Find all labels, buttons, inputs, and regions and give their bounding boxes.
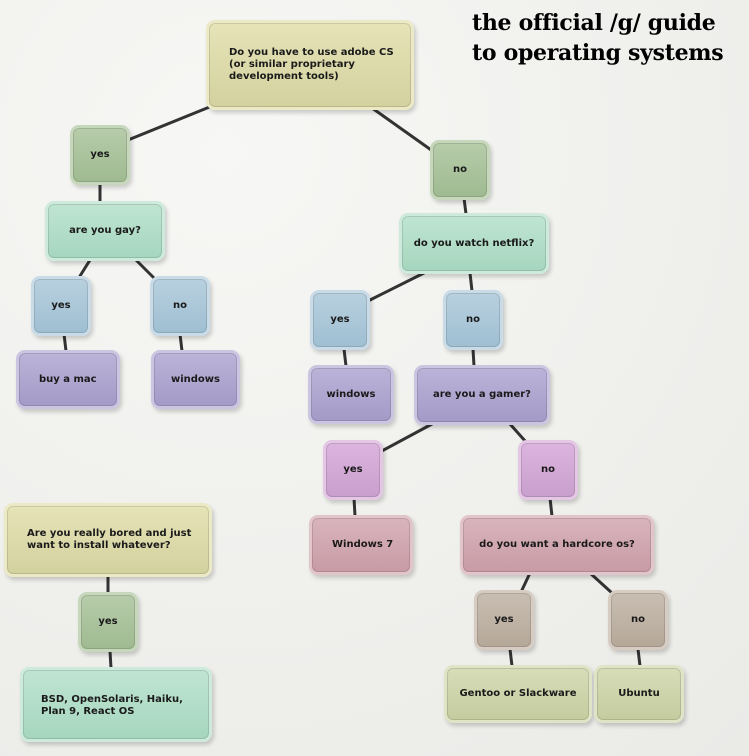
- gamer-question-text: are you a gamer?: [432, 389, 531, 400]
- hardcore-yes-box: yes: [474, 590, 534, 650]
- windows7-box: Windows 7: [309, 515, 413, 575]
- bored-yes-text: yes: [98, 616, 118, 627]
- gay-no-text: no: [173, 300, 187, 311]
- edge-no-hardcore: [548, 496, 554, 518]
- gentoo-text: Gentoo or Slackware: [459, 688, 577, 699]
- netflix-no-text: no: [466, 314, 480, 325]
- gamer-no-box: no: [518, 440, 578, 500]
- netflix-yes-box: yes: [310, 290, 370, 350]
- netflix-question-text: do you watch netflix?: [413, 237, 535, 249]
- edge-gay-no: [134, 258, 156, 280]
- adobe-no-box: no: [430, 140, 490, 200]
- bored-question-box: Are you really bored and just want to in…: [4, 503, 212, 577]
- edge-gamer-no: [508, 422, 528, 444]
- adobe-yes-box: yes: [70, 125, 130, 185]
- windows-right-text: windows: [326, 388, 376, 400]
- edge-yes-windows: [342, 347, 348, 368]
- windows-left-box: windows: [151, 350, 240, 409]
- bsd-box: BSD, OpenSolaris, Haiku, Plan 9, React O…: [20, 667, 212, 742]
- bored-question-text: Are you really bored and just want to in…: [27, 528, 192, 551]
- hardcore-no-text: no: [631, 614, 645, 625]
- edge-yes-gentoo: [508, 647, 514, 668]
- edge-yes-win7: [352, 496, 357, 518]
- gay-question-box: are you gay?: [45, 201, 165, 261]
- edge-hardcore-no: [588, 571, 614, 595]
- buy-mac-box: buy a mac: [16, 350, 120, 409]
- windows-left-text: windows: [170, 373, 220, 385]
- gentoo-box: Gentoo or Slackware: [444, 665, 592, 723]
- gamer-yes-text: yes: [343, 464, 363, 475]
- ubuntu-box: Ubuntu: [594, 665, 684, 723]
- bsd-text: BSD, OpenSolaris, Haiku, Plan 9, React O…: [41, 694, 183, 717]
- edge-netflix-no: [468, 271, 474, 293]
- edge-hardcore-yes: [520, 571, 532, 592]
- title-line-1: the official /g/ guide: [472, 10, 716, 36]
- edge-yes-bsd: [108, 649, 113, 670]
- edge-adobe-yes: [126, 104, 214, 142]
- windows-right-box: windows: [308, 365, 394, 424]
- adobe-no-text: no: [453, 164, 467, 175]
- hardcore-yes-text: yes: [494, 614, 514, 625]
- netflix-question-box: do you watch netflix?: [399, 213, 549, 274]
- gamer-yes-box: yes: [323, 440, 383, 500]
- gamer-no-text: no: [541, 464, 555, 475]
- title-line-2: to operating systems: [472, 40, 724, 66]
- adobe-yes-text: yes: [90, 149, 110, 160]
- gay-yes-text: yes: [51, 300, 71, 311]
- gay-no-box: no: [150, 276, 210, 336]
- hardcore-question-text: do you want a hardcore os?: [479, 539, 635, 550]
- adobe-question-box: Do you have to use adobe CS (or similar …: [206, 20, 414, 110]
- netflix-no-box: no: [443, 290, 503, 350]
- edge-no-gamer: [471, 347, 476, 368]
- buy-mac-text: buy a mac: [39, 373, 97, 385]
- bored-yes-box: yes: [78, 592, 138, 652]
- netflix-yes-text: yes: [330, 314, 350, 325]
- adobe-question-text: Do you have to use adobe CS (or similar …: [229, 47, 394, 82]
- edge-gamer-yes: [378, 422, 434, 454]
- gay-question-text: are you gay?: [69, 225, 141, 236]
- ubuntu-text: Ubuntu: [618, 688, 660, 699]
- hardcore-question-box: do you want a hardcore os?: [460, 515, 654, 575]
- page-title: the official /g/ guide to operating syst…: [472, 8, 742, 68]
- gay-yes-box: yes: [31, 276, 91, 336]
- edge-netflix-yes: [368, 271, 426, 302]
- edge-no-windows: [178, 332, 184, 353]
- windows7-text: Windows 7: [332, 539, 394, 550]
- edge-yes-mac: [62, 332, 68, 353]
- edge-no-netflix: [462, 196, 468, 216]
- hardcore-no-box: no: [608, 590, 668, 650]
- edge-adobe-no: [370, 106, 436, 154]
- edge-gay-yes: [78, 258, 92, 278]
- edge-no-ubuntu: [636, 647, 642, 668]
- gamer-question-box: are you a gamer?: [414, 365, 550, 425]
